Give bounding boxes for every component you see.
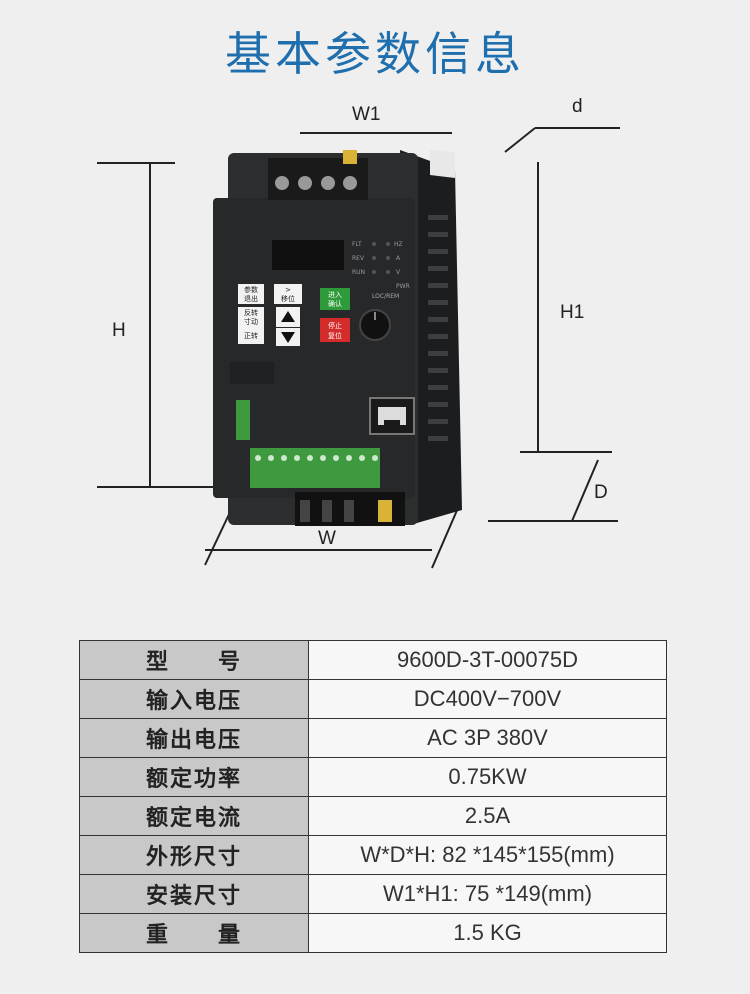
product-drawing: FLT REV RUN HZ A V PWR 参数 退出 > 移位 反转 寸动: [97, 127, 620, 569]
svg-text:正转: 正转: [244, 331, 258, 340]
bottom-terminals: [295, 492, 405, 526]
svg-text:参数: 参数: [244, 285, 258, 294]
dim-label-w: W: [318, 528, 336, 549]
rj45-port[interactable]: [369, 397, 415, 435]
indicator-flt: FLT: [352, 241, 362, 248]
indicator-pwr: PWR: [396, 283, 410, 290]
cover-recess: [230, 362, 274, 384]
spec-key: 外形尺寸: [79, 835, 309, 875]
page-title: 基本参数信息: [225, 27, 525, 81]
dim-label-w1: W1: [352, 104, 381, 125]
svg-text:进入: 进入: [328, 291, 342, 299]
table-row: 输入电压 DC400V−700V: [79, 679, 667, 719]
table-row: 外形尺寸 W*D*H: 82 *145*155(mm): [79, 835, 667, 875]
spec-value: AC 3P 380V: [308, 718, 667, 758]
rev-jog-key[interactable]: 反转 寸动: [238, 307, 264, 327]
svg-text:退出: 退出: [244, 294, 258, 303]
spec-key: 输出电压: [79, 718, 309, 758]
stop-reset-key[interactable]: 停止 复位: [320, 318, 350, 342]
spec-value: W*D*H: 82 *145*155(mm): [308, 835, 667, 875]
svg-text:>: >: [285, 286, 291, 294]
spec-key: 安装尺寸: [79, 874, 309, 914]
dim-label-h1: H1: [560, 302, 585, 323]
up-key[interactable]: [276, 307, 300, 327]
indicator-v: V: [396, 269, 401, 276]
shift-key[interactable]: > 移位: [274, 284, 302, 304]
param-exit-key[interactable]: 参数 退出: [238, 284, 264, 304]
indicator-a: A: [396, 255, 401, 262]
table-row: 额定电流 2.5A: [79, 796, 667, 836]
svg-text:停止: 停止: [328, 321, 342, 330]
dim-label-h: H: [112, 320, 126, 341]
up-arrow-icon: [281, 311, 295, 322]
top-terminals: [268, 150, 368, 200]
spec-value: 2.5A: [308, 796, 667, 836]
spec-key: 重 量: [79, 913, 309, 953]
spec-value: 0.75KW: [308, 757, 667, 797]
table-row: 重 量 1.5 KG: [79, 913, 667, 953]
indicator-run: RUN: [352, 269, 365, 276]
indicator-labels: FLT REV RUN HZ A V PWR: [352, 241, 410, 290]
side-terminal: [236, 400, 250, 440]
spec-value: DC400V−700V: [308, 679, 667, 719]
svg-text:反转: 反转: [244, 308, 258, 317]
led-display: [272, 240, 344, 270]
down-arrow-icon: [281, 332, 295, 343]
dimension-lines: [97, 127, 620, 569]
svg-text:复位: 复位: [328, 331, 342, 340]
dim-label-d: D: [594, 482, 608, 503]
table-row: 输出电压 AC 3P 380V: [79, 718, 667, 758]
spec-table: 型 号 9600D-3T-00075D 输入电压 DC400V−700V 输出电…: [79, 640, 667, 953]
spec-key: 输入电压: [79, 679, 309, 719]
mount-bracket: [430, 150, 455, 178]
control-terminal-block: [250, 448, 380, 488]
table-row: 额定功率 0.75KW: [79, 757, 667, 797]
table-row: 安装尺寸 W1*H1: 75 *149(mm): [79, 874, 667, 914]
down-key[interactable]: [276, 328, 300, 346]
spec-value: 9600D-3T-00075D: [308, 640, 667, 680]
device-panel: [213, 198, 415, 498]
indicator-rev: REV: [352, 255, 365, 262]
spec-key: 额定电流: [79, 796, 309, 836]
indicator-hz: HZ: [394, 241, 403, 248]
fwd-key[interactable]: 正转: [238, 326, 264, 344]
dim-label-d-small: d: [572, 96, 583, 117]
spec-key: 额定功率: [79, 757, 309, 797]
side-vents: [428, 215, 448, 441]
spec-key: 型 号: [79, 640, 309, 680]
spec-value: W1*H1: 75 *149(mm): [308, 874, 667, 914]
table-row: 型 号 9600D-3T-00075D: [79, 640, 667, 680]
svg-text:确认: 确认: [328, 299, 342, 308]
speed-knob[interactable]: [359, 309, 391, 341]
loc-rem-label: LOC/REM: [372, 293, 399, 300]
enter-key[interactable]: 进入 确认: [320, 288, 350, 310]
svg-text:寸动: 寸动: [244, 317, 258, 326]
spec-value: 1.5 KG: [308, 913, 667, 953]
svg-text:移位: 移位: [281, 294, 295, 303]
